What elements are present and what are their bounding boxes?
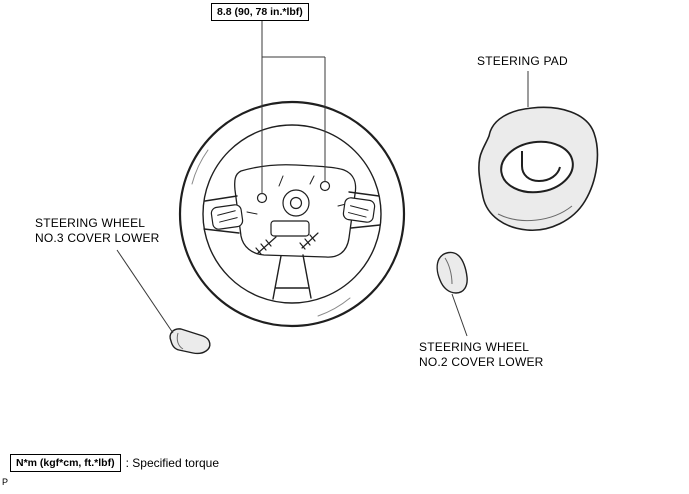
legend-description: : Specified torque (125, 456, 219, 470)
switch-pod-left (210, 204, 244, 230)
no2-cover-leader (451, 293, 468, 337)
no2-cover-label: STEERING WHEEL NO.2 COVER LOWER (419, 340, 544, 370)
steering-wheel (178, 100, 406, 328)
no2-cover-label-line2: NO.2 COVER LOWER (419, 355, 544, 369)
no3-cover-label-line2: NO.3 COVER LOWER (35, 231, 160, 245)
hub-connector (270, 220, 310, 237)
wheel-hub (234, 164, 357, 258)
wheel-inner-rim (202, 124, 382, 304)
torque-spec-callout: 8.8 (90, 78 in.*lbf) (211, 3, 309, 21)
pad-contour-line (497, 205, 573, 222)
hub-center-bolt (289, 196, 303, 210)
hub-detail-lines (246, 175, 347, 215)
rim-highlight-arc (317, 297, 351, 317)
no3-cover-label: STEERING WHEEL NO.3 COVER LOWER (35, 216, 160, 246)
cover-no2-lower (436, 251, 468, 294)
switch-pod-right (342, 197, 376, 223)
no2-cover-label-line1: STEERING WHEEL (419, 340, 530, 354)
spoke-bottom (272, 254, 312, 300)
hub-center-boss (282, 189, 310, 217)
spoke-left (203, 195, 240, 234)
page-marker: P (2, 477, 9, 487)
screw-right (299, 232, 319, 250)
screw-left (255, 236, 277, 255)
rim-highlight-arc (191, 149, 209, 185)
lexus-emblem-ellipse (500, 140, 574, 194)
cover-no3-lower (169, 328, 211, 355)
lexus-emblem-l (521, 151, 561, 183)
spoke-right (348, 191, 381, 229)
legend-torque-symbol: N*m (kgf*cm, ft.*lbf) (10, 454, 121, 472)
steering-pad-label: STEERING PAD (477, 54, 568, 68)
torque-legend: N*m (kgf*cm, ft.*lbf) : Specified torque (10, 454, 219, 472)
no3-cover-label-line1: STEERING WHEEL (35, 216, 146, 230)
no3-cover-leader (116, 249, 174, 334)
steering-pad (478, 106, 599, 231)
leader-lines (116, 20, 529, 337)
